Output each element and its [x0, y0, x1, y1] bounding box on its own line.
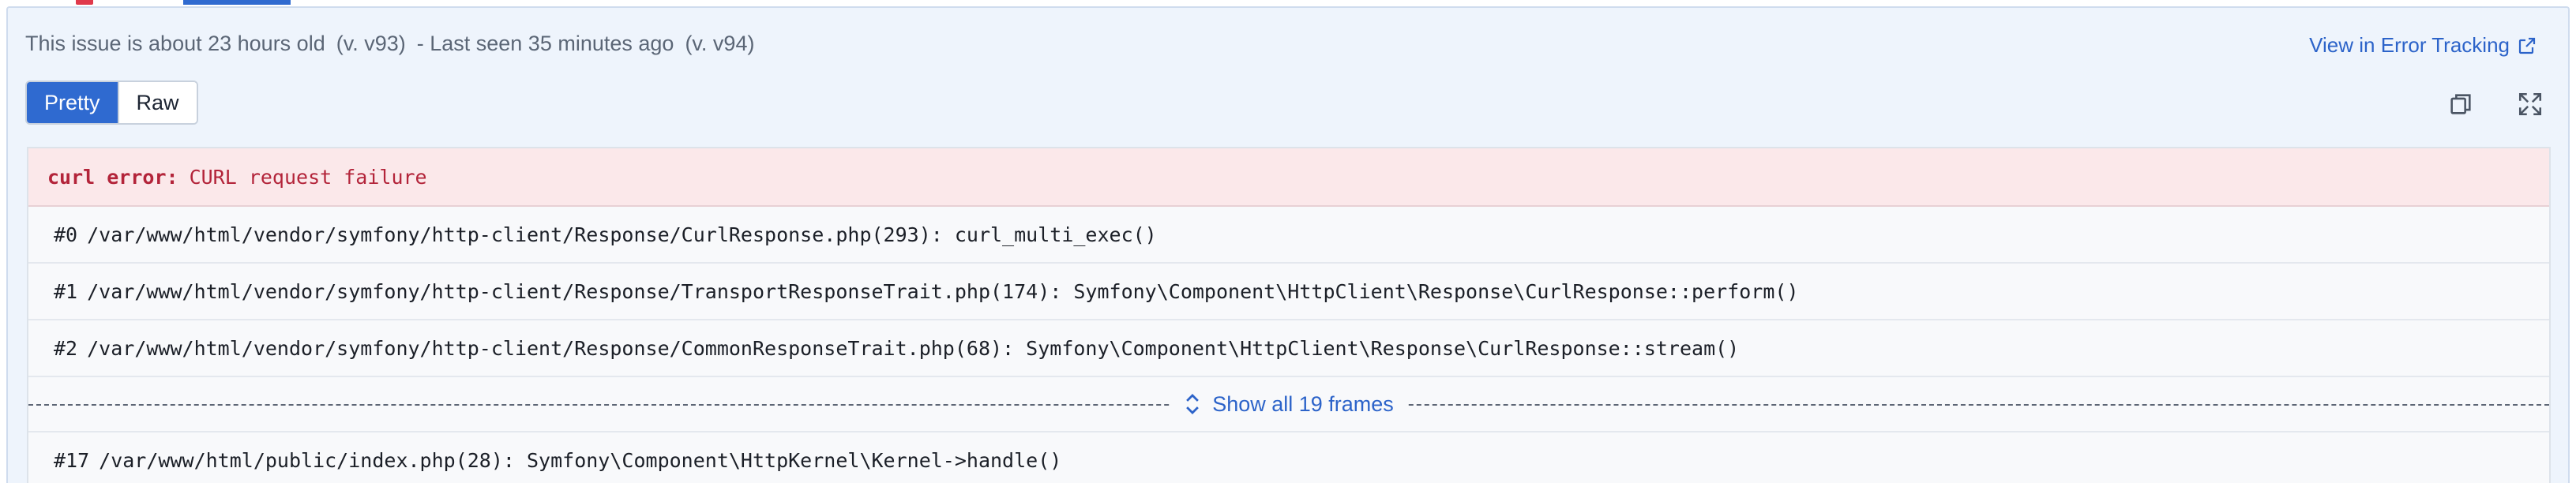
stack-trace: curl error: CURL request failure #0 /var… [27, 147, 2551, 483]
copy-button[interactable] [2442, 85, 2480, 123]
frame-text: /var/www/html/vendor/symfony/http-client… [87, 223, 1157, 246]
copy-icon [2450, 94, 2471, 114]
last-version: (v. v94) [685, 32, 755, 55]
frame-number: #2 [54, 336, 78, 360]
issue-meta: This issue is about 23 hours old (v. v93)… [25, 32, 765, 56]
error-type: curl error: [47, 165, 178, 189]
error-message: CURL request failure [189, 165, 427, 189]
frame-number: #0 [54, 223, 78, 246]
stack-frame[interactable]: #2 /var/www/html/vendor/symfony/http-cli… [28, 320, 2549, 377]
show-all-frames-label: Show all 19 frames [1212, 391, 1394, 416]
stack-frame[interactable]: #1 /var/www/html/vendor/symfony/http-cli… [28, 264, 2549, 320]
raw-toggle-button[interactable]: Raw [117, 82, 197, 123]
frame-text: /var/www/html/vendor/symfony/http-client… [87, 279, 1799, 303]
last-seen: - Last seen 35 minutes ago [416, 32, 674, 55]
show-all-frames-row: Show all 19 frames [28, 377, 2549, 432]
tab-indicator-active [183, 0, 291, 5]
frame-text: /var/www/html/vendor/symfony/http-client… [87, 336, 1740, 360]
frame-number: #1 [54, 279, 78, 303]
frame-text: /var/www/html/public/index.php(28): Symf… [99, 448, 1062, 472]
stack-frame[interactable]: #0 /var/www/html/vendor/symfony/http-cli… [28, 207, 2549, 264]
issue-panel: This issue is about 23 hours old (v. v93)… [6, 6, 2570, 483]
issue-age: This issue is about 23 hours old [25, 32, 325, 55]
first-version: (v. v93) [336, 32, 406, 55]
tab-indicator-red [76, 0, 93, 5]
frame-number: #17 [54, 448, 90, 472]
external-link-icon [2518, 37, 2536, 54]
view-in-error-tracking-link[interactable]: View in Error Tracking [2309, 33, 2537, 58]
format-toggle: Pretty Raw [25, 80, 198, 125]
view-link-label: View in Error Tracking [2309, 33, 2510, 57]
expand-button[interactable] [2511, 85, 2549, 123]
show-all-frames-button[interactable]: Show all 19 frames [1171, 391, 1406, 417]
error-header: curl error: CURL request failure [28, 148, 2549, 207]
expand-icon [2518, 92, 2542, 116]
chevron-up-down-icon [1186, 394, 1200, 414]
stack-frame[interactable]: #17 /var/www/html/public/index.php(28): … [28, 432, 2549, 483]
pretty-toggle-button[interactable]: Pretty [27, 82, 118, 123]
top-tab-strip [0, 0, 2576, 6]
